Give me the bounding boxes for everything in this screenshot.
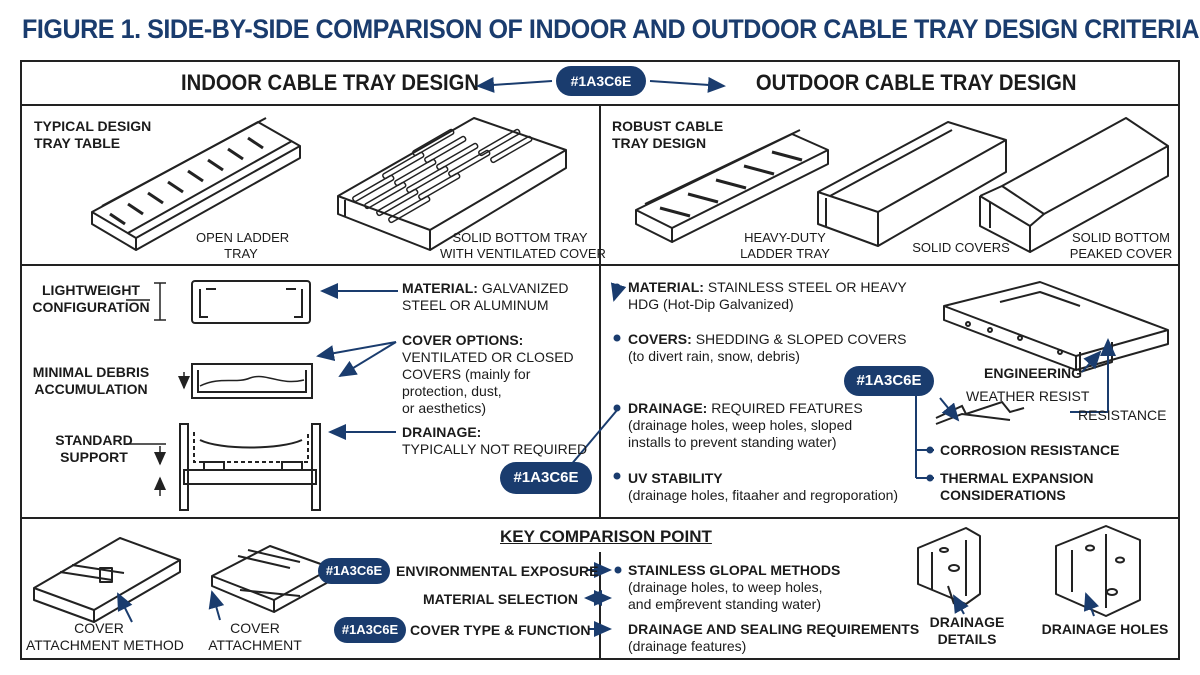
outdoor-section-label: ROBUST CABLE TRAY DESIGN xyxy=(612,118,724,151)
standard-support-label: STANDARD SUPPORT xyxy=(55,432,133,465)
indoor-cover-line: COVERS (mainly for xyxy=(402,366,531,382)
outdoor-uv-key: UV STABILITY xyxy=(628,470,723,486)
cover-attachment-drawing xyxy=(211,545,333,613)
outdoor-uv-rest: (drainage holes, fitaaher and regroporat… xyxy=(628,487,899,503)
key-bullets xyxy=(614,566,622,574)
header-arrows xyxy=(476,76,726,93)
outdoor-flashing-drawing xyxy=(935,400,1025,425)
outdoor-drainage-line: installs to prevent standing water) xyxy=(628,434,837,450)
open-ladder-tray-drawing xyxy=(91,117,301,251)
outdoor-covers-key: COVERS: xyxy=(628,331,692,347)
engineering-label: ENGINEERING xyxy=(984,365,1083,381)
outdoor-header: OUTDOOR CABLE TRAY DESIGN xyxy=(755,70,1077,95)
indoor-color-tag: #1A3C6E xyxy=(500,462,592,494)
heavy-duty-ladder-drawing xyxy=(635,129,829,243)
peaked-cover-label: SOLID BOTTOM PEAKED COVER xyxy=(1069,230,1173,261)
indoor-cover-line: protection, dust, xyxy=(402,383,502,399)
row-color-tag: #1A3C6E xyxy=(334,617,406,643)
outdoor-bracket-drawing xyxy=(943,281,1169,373)
key-right-row-2: DRAINAGE AND SEALING REQUIREMENTS (drain… xyxy=(628,621,919,655)
key-comparison-heading: KEY COMPARISON POINT xyxy=(500,527,712,546)
drainage-arrows xyxy=(953,592,1099,617)
corrosion-label: CORROSION RESISTANCE xyxy=(940,442,1120,458)
cover-type-label: COVER TYPE & FUNCTION xyxy=(410,622,591,638)
key-right-row-1-key: STAINLESS GLOPAL METHODS xyxy=(628,562,841,578)
material-selection-label: MATERIAL SELECTION xyxy=(422,591,578,607)
outdoor-material-rest: HDG (Hot-Dip Galvanized) xyxy=(628,296,794,312)
indoor-section-label: TYPICAL DESIGN TRAY TABLE xyxy=(34,118,152,151)
weather-resist-label: WEATHER RESIST xyxy=(966,388,1090,404)
outdoor-right-arrows xyxy=(915,338,1116,479)
key-column-divider xyxy=(599,552,601,660)
column-divider xyxy=(599,104,601,517)
cover-attachment-method-label: COVER ATTACHMENT METHOD xyxy=(26,620,184,653)
key-right-row-1-line: (drainage holes, to weep holes, xyxy=(628,579,823,595)
key-left-arrows xyxy=(117,590,225,623)
outdoor-material-key: MATERIAL: xyxy=(628,279,704,295)
outdoor-material-value: STAINLESS STEEL OR HEAVY xyxy=(707,279,907,295)
indoor-material-rest: STEEL OR ALUMINUM xyxy=(402,297,549,313)
key-right-row-2-key: DRAINAGE AND SEALING REQUIREMENTS xyxy=(628,621,920,637)
indoor-drainage-value: TYPICALLY NOT REQUIRED xyxy=(402,441,588,457)
indoor-drainage-key: DRAINAGE: xyxy=(402,424,482,440)
indoor-criteria-arrows xyxy=(126,283,619,467)
debris-channel-drawing xyxy=(178,363,313,399)
solid-covers-drawing xyxy=(817,121,1007,247)
open-ladder-label: OPEN LADDER TRAY xyxy=(196,230,290,261)
indoor-cover-line: or aesthetics) xyxy=(402,400,487,416)
criteria-divider xyxy=(20,517,1180,519)
indoor-material-key: MATERIAL: xyxy=(402,280,478,296)
indoor-cover-options: COVER OPTIONS: VENTILATED OR CLOSED COVE… xyxy=(402,332,574,417)
heavy-duty-ladder-label: HEAVY-DUTY LADDER TRAY xyxy=(740,230,830,261)
lightweight-channel-drawing xyxy=(154,280,311,324)
outdoor-drainage-value: REQUIRED FEATURES xyxy=(711,400,863,416)
thermal-label: THERMAL EXPANSION CONSIDERATIONS xyxy=(940,470,1094,503)
lightweight-label: LIGHTWEIGHT CONFIGURATION xyxy=(32,282,150,315)
cover-attachment-label: COVER ATTACHMENT xyxy=(208,620,302,653)
outdoor-material: MATERIAL: STAINLESS STEEL OR HEAVY HDG (… xyxy=(628,279,907,313)
drainage-details-drawing xyxy=(917,527,981,605)
minimal-debris-label: MINIMAL DEBRIS ACCUMULATION xyxy=(32,364,150,397)
header-color-tag: #1A3C6E xyxy=(556,66,646,96)
outdoor-drainage: DRAINAGE: REQUIRED FEATURES (drainage ho… xyxy=(628,400,863,451)
key-right-row-2-line: (drainage features) xyxy=(628,638,747,654)
solid-covers-label: SOLID COVERS xyxy=(912,240,1010,255)
key-row-arrows xyxy=(584,562,612,637)
outdoor-color-tag: #1A3C6E xyxy=(844,366,934,396)
indoor-cover-key: COVER OPTIONS: xyxy=(402,332,524,348)
drainage-holes-label: DRAINAGE HOLES xyxy=(1041,621,1169,637)
peaked-cover-drawing xyxy=(979,117,1169,253)
outdoor-left-arrow xyxy=(610,282,627,302)
figure-title-text: SIDE-BY-SIDE COMPARISON OF INDOOR AND OU… xyxy=(147,14,1200,44)
environmental-exposure-label: ENVIRONMENTAL EXPOSURE xyxy=(396,563,599,579)
figure-title: FIGURE 1. SIDE-BY-SIDE COMPARISON OF IND… xyxy=(22,14,1199,45)
support-drawing xyxy=(154,423,321,511)
outdoor-covers-rest: (to divert rain, snow, debris) xyxy=(628,348,800,364)
figure-number: FIGURE 1. xyxy=(22,14,141,44)
outdoor-covers: COVERS: SHEDDING & SLOPED COVERS (to div… xyxy=(628,331,907,365)
outdoor-drainage-line: (drainage holes, weep holes, sloped xyxy=(628,417,853,433)
row-color-tag: #1A3C6E xyxy=(318,558,390,584)
indoor-cover-line: VENTILATED OR CLOSED xyxy=(402,349,574,365)
drainage-holes-drawing xyxy=(1055,525,1141,617)
outdoor-drainage-key: DRAINAGE: xyxy=(628,400,708,416)
indoor-material: MATERIAL: GALVANIZED STEEL OR ALUMINUM xyxy=(402,280,568,314)
solid-bottom-tray-label: SOLID BOTTOM TRAY WITH VENTILATED COVER xyxy=(440,230,606,261)
drainage-details-label: DRAINAGE DETAILS xyxy=(929,614,1005,647)
indoor-drainage: DRAINAGE: TYPICALLY NOT REQUIRED xyxy=(402,424,587,458)
outdoor-covers-value: SHEDDING & SLOPED COVERS xyxy=(695,331,907,347)
resistance-label: RESISTANCE xyxy=(1078,407,1167,423)
outdoor-uv: UV STABILITY (drainage holes, fitaaher a… xyxy=(628,470,898,504)
cover-attachment-method-drawing xyxy=(33,537,181,623)
indoor-header: INDOOR CABLE TRAY DESIGN xyxy=(180,70,479,95)
indoor-material-value: GALVANIZED xyxy=(481,280,569,296)
key-right-row-1-line: and emp̃revent standing water) xyxy=(628,596,821,612)
solid-bottom-tray-drawing xyxy=(337,117,567,251)
key-right-row-1: STAINLESS GLOPAL METHODS (drainage holes… xyxy=(628,562,840,613)
